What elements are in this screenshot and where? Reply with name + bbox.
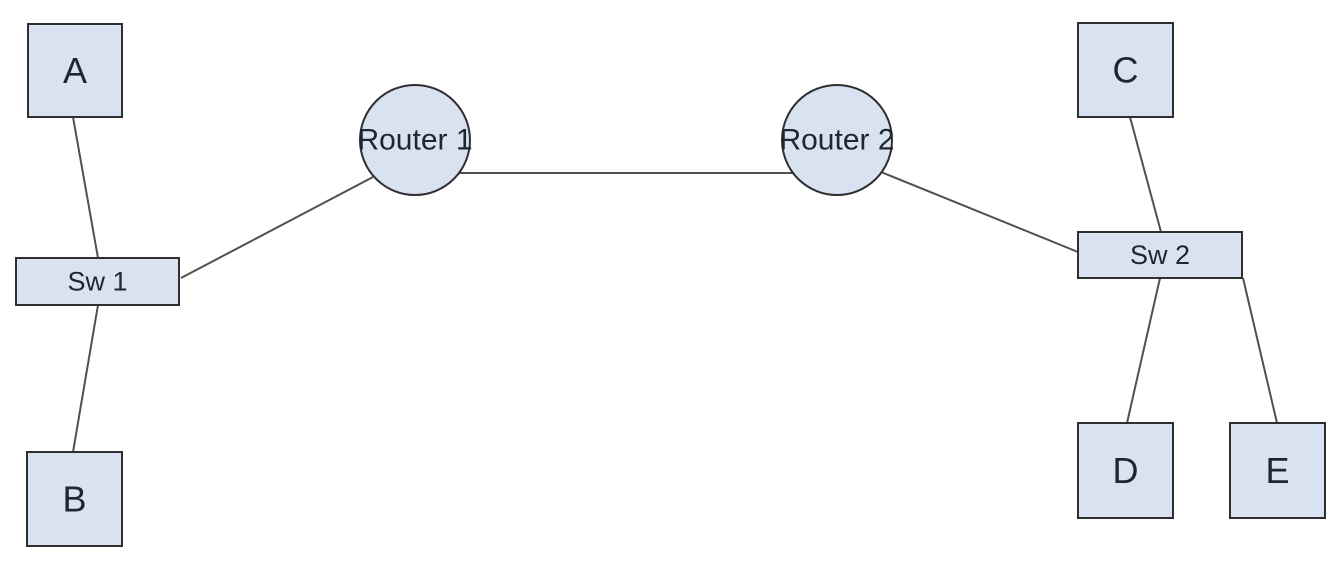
edge-sw1-b <box>72 304 99 453</box>
host-d-label: D <box>1113 450 1139 491</box>
node-host-c: C <box>1077 22 1174 118</box>
edge-a-sw1 <box>72 116 99 259</box>
router-2-label: Router 2 <box>779 124 894 157</box>
edge-sw1-router1 <box>180 176 374 279</box>
host-c-box <box>1077 22 1174 118</box>
host-b-label: B <box>62 479 86 520</box>
edge-c-sw2 <box>1129 116 1162 233</box>
edge-router2-sw2 <box>880 171 1079 253</box>
node-host-e: E <box>1229 422 1326 519</box>
switch-1-label: Sw 1 <box>67 267 127 297</box>
router-1-label: Router 1 <box>357 124 472 157</box>
host-e-label: E <box>1265 450 1289 491</box>
host-d-box <box>1077 422 1174 519</box>
node-router-2: Router 2 <box>779 84 895 196</box>
switch-2-box <box>1077 231 1243 279</box>
switch-2-label: Sw 2 <box>1130 240 1190 270</box>
host-c-label: C <box>1113 50 1139 91</box>
node-router-1: Router 1 <box>357 84 473 196</box>
node-host-d: D <box>1077 422 1174 519</box>
host-a-label: A <box>63 50 87 91</box>
switch-1-box <box>15 257 180 306</box>
host-a-box <box>27 23 123 118</box>
edge-sw2-d <box>1126 277 1161 424</box>
node-host-b: B <box>26 451 123 547</box>
router-1-circle <box>359 84 471 196</box>
node-switch-1: Sw 1 <box>15 257 180 306</box>
node-host-a: A <box>27 23 123 118</box>
host-e-box <box>1229 422 1326 519</box>
router-2-circle <box>781 84 893 196</box>
edge-sw2-e <box>1242 277 1278 424</box>
host-b-box <box>26 451 123 547</box>
node-switch-2: Sw 2 <box>1077 231 1243 279</box>
